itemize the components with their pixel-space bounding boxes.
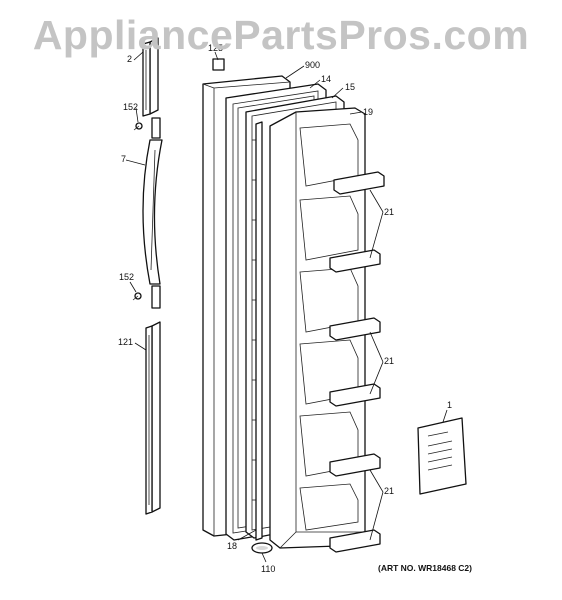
- callout-21-upper: 21: [384, 207, 394, 217]
- callout-15: 15: [345, 82, 355, 92]
- callout-14: 14: [321, 74, 331, 84]
- callout-152-bottom: 152: [119, 272, 134, 282]
- part-7-door-handle[interactable]: [142, 117, 163, 309]
- part-1-manual-booklet[interactable]: [417, 417, 467, 495]
- callout-1: 1: [447, 400, 452, 410]
- callout-18: 18: [227, 541, 237, 551]
- callout-152-top: 152: [123, 102, 138, 112]
- callout-125: 125: [208, 43, 223, 53]
- part-152-screw-top[interactable]: [133, 122, 143, 131]
- part-110-cap[interactable]: [251, 542, 273, 554]
- callout-7: 7: [121, 154, 126, 164]
- part-121-bottom-trim[interactable]: [145, 321, 161, 515]
- part-152-screw-bottom[interactable]: [132, 292, 142, 301]
- part-125-plug[interactable]: [212, 58, 225, 71]
- leader-lines: [125, 51, 448, 563]
- callout-21-middle: 21: [384, 356, 394, 366]
- callout-21-lower: 21: [384, 486, 394, 496]
- callout-110: 110: [261, 564, 275, 574]
- callout-900: 900: [305, 60, 320, 70]
- art-number: (ART NO. WR18468 C2): [378, 563, 472, 573]
- part-21-shelf-bars[interactable]: [329, 171, 385, 553]
- part-18-strip[interactable]: [255, 121, 263, 541]
- callout-19: 19: [363, 107, 373, 117]
- callout-2: 2: [127, 54, 132, 64]
- callout-121: 121: [118, 337, 133, 347]
- part-2-top-trim[interactable]: [142, 37, 159, 117]
